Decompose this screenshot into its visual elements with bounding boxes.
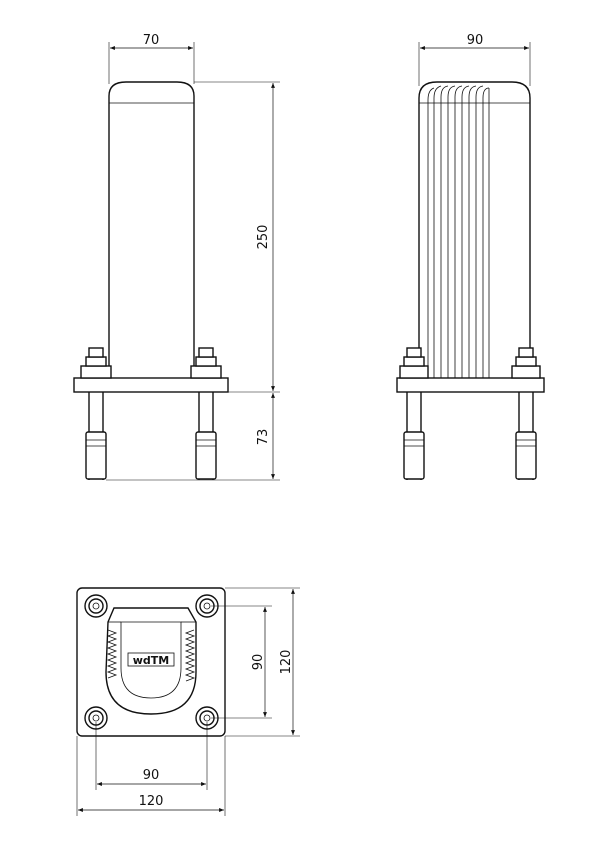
dimension-plan-outer-horizontal: 120	[76, 736, 226, 816]
plan-view-profile-outer	[105, 607, 197, 715]
dimension-front-width-label: 70	[143, 33, 160, 48]
front-view-bolt-right	[190, 347, 222, 480]
plan-view-bolt-top-left	[84, 594, 108, 618]
plan-view-profile-inner	[120, 621, 182, 699]
dimension-front-width: 70	[108, 33, 195, 84]
dimension-height-main: 250	[194, 81, 280, 393]
dimension-height-main-label: 250	[256, 225, 271, 250]
front-view-body	[108, 81, 195, 378]
dimension-side-width: 90	[418, 33, 531, 86]
plan-view-logo: wdTM	[127, 652, 175, 667]
side-view-fins	[427, 85, 490, 378]
dimension-height-bolt: 73	[106, 393, 280, 481]
front-view-bolt-left	[80, 347, 112, 480]
dimension-plan-outer-vertical: 120	[225, 587, 300, 737]
side-view-bolt-right	[511, 347, 541, 480]
plan-view-logo-text: wdTM	[133, 654, 170, 667]
plan-view-bolt-bottom-left	[84, 706, 108, 730]
dimension-plan-inner-horizontal-label: 90	[143, 768, 160, 783]
front-view-base-plate	[73, 377, 229, 393]
dimension-side-width-label: 90	[467, 33, 484, 48]
dimension-plan-inner-vertical-label: 90	[251, 654, 266, 671]
dimension-height-bolt-label: 73	[256, 429, 271, 446]
side-view-base-plate	[396, 377, 545, 393]
plan-view-fins-left	[106, 629, 118, 679]
side-view-body	[418, 81, 531, 378]
dimension-plan-inner-horizontal: 90	[95, 722, 208, 790]
side-view: 90	[396, 33, 545, 480]
dimension-plan-outer-vertical-label: 120	[279, 650, 294, 675]
plan-view-fins-right	[184, 629, 196, 682]
plan-view: wdTM 90 120 90 120	[76, 587, 300, 816]
dimension-plan-outer-horizontal-label: 120	[139, 794, 164, 809]
front-view: 70 250 73	[73, 33, 280, 481]
side-view-bolt-left	[399, 347, 429, 480]
dimension-plan-inner-vertical: 90	[211, 605, 272, 719]
